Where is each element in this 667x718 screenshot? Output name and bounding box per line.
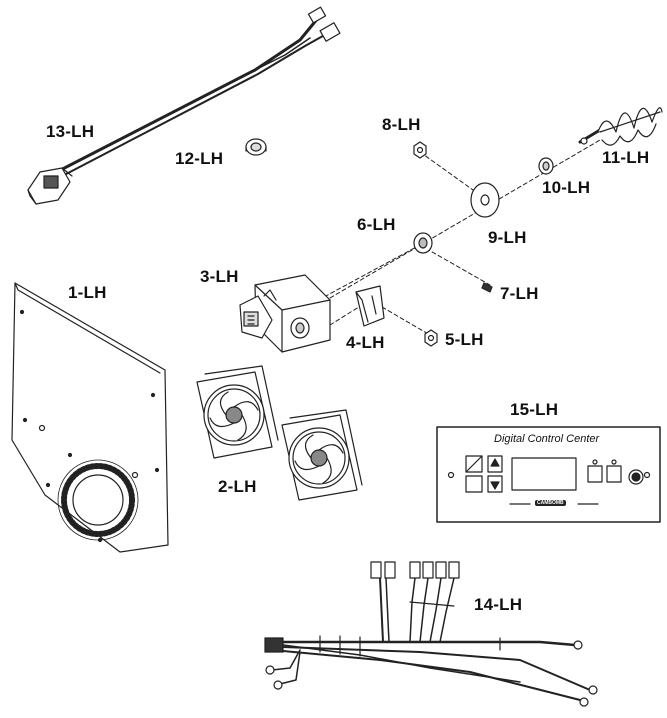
part-14-wire-harness <box>264 561 598 707</box>
label-12-lh: 12-LH <box>175 149 224 168</box>
part-6-bearing <box>413 232 433 254</box>
part-2-fan-lower <box>281 409 363 501</box>
label-13-lh: 13-LH <box>46 122 95 141</box>
part-11-auger <box>578 107 663 146</box>
part-9-washer <box>470 182 500 218</box>
part-3-gear-motor <box>239 274 331 353</box>
label-5-lh: 5-LH <box>445 330 484 349</box>
part-13-wire-harness <box>27 6 341 205</box>
label-14-lh: 14-LH <box>474 595 523 614</box>
part-12-bushing <box>245 138 267 156</box>
label-6-lh: 6-LH <box>357 215 396 234</box>
label-15-lh: 15-LH <box>510 400 559 419</box>
label-10-lh: 10-LH <box>542 178 591 197</box>
label-3-lh: 3-LH <box>200 267 239 286</box>
part-8-nut <box>413 141 427 159</box>
control-panel-title: Digital Control Center <box>494 433 600 445</box>
part-10-bushing <box>538 157 554 175</box>
label-9-lh: 9-LH <box>488 228 527 247</box>
label-11-lh: 11-LH <box>602 148 650 167</box>
label-7-lh: 7-LH <box>500 284 539 303</box>
part-4-bracket <box>355 285 385 327</box>
control-panel-brand: CAMBOMB <box>535 500 566 506</box>
part-1-side-panel <box>11 282 169 553</box>
part-2-fan-upper <box>196 365 279 459</box>
part-5-nut <box>424 329 438 347</box>
label-1-lh: 1-LH <box>68 283 107 302</box>
part-7-set-screw <box>481 282 493 293</box>
label-8-lh: 8-LH <box>382 115 421 134</box>
label-2-lh: 2-LH <box>218 477 257 496</box>
label-4-lh: 4-LH <box>346 333 385 352</box>
part-15-control-panel <box>436 426 661 523</box>
